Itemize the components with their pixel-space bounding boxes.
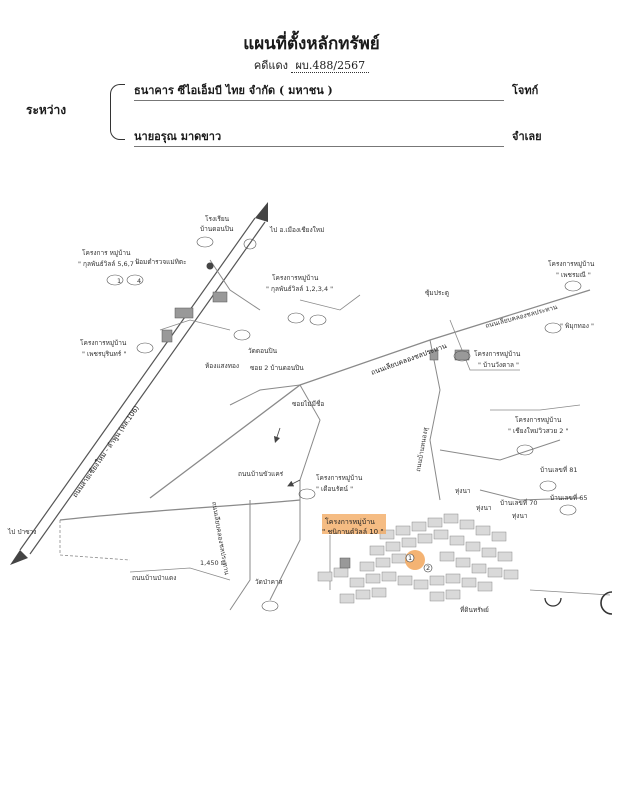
party-brace	[110, 84, 125, 140]
target-label-highlight	[322, 514, 386, 534]
tree-icon	[544, 322, 562, 334]
location-map: ถนนสายเชียงใหม่ - ลำพูน (ทล.106)	[7, 202, 613, 615]
defendant-name: นายอรุณ มาดขาว	[134, 127, 504, 147]
home-1-label: บ้านเลขที่ 81	[540, 465, 578, 474]
tree-icon	[453, 350, 471, 362]
target-housing-title: โครงการหมู่บ้าน	[325, 517, 375, 526]
plot-1-label: 1	[408, 554, 412, 562]
mid-road-label: ถนนบ้านหนองสุ	[414, 427, 430, 473]
school-sub-label: บ้านดอนปิน	[200, 225, 234, 233]
housing-pimuk-name: " พิมุกทอง "	[560, 322, 594, 330]
housing-duen-title: โครงการหมู่บ้าน	[316, 474, 363, 482]
plot-marker-2	[423, 563, 433, 573]
housing-kutpan1234-name: " กุลพันธ์วิลล์ 1,2,3,4 "	[266, 285, 333, 293]
case-number: ผบ.488/2567	[291, 59, 370, 73]
side-road-label: ถนนบ้านขัวแคร่	[238, 470, 284, 478]
housing-kutpan567-name: " กุลพันธ์วิลล์ 5,6,7 "	[78, 260, 139, 268]
home-2-label: บ้านเลขที่ 65	[550, 493, 588, 502]
housing-wang-name: " บ้านวังตาล "	[478, 361, 519, 369]
tree-icon	[261, 600, 279, 612]
home-3-label: บ้านเลขที่ 70	[500, 498, 538, 507]
case-number-line: คดีแดง ผบ.488/2567	[0, 56, 623, 74]
police-box-icon	[206, 262, 214, 270]
plot-2-label: 2	[426, 564, 430, 572]
field-label-1: หุ่งนา	[455, 487, 471, 495]
building-icons	[161, 291, 470, 569]
house-number-1: 1	[117, 277, 121, 285]
field-label-2: หุ่งนา	[476, 504, 492, 512]
wat-pa-label: วัดป่าคาส	[255, 578, 283, 586]
tree-icon	[564, 280, 582, 292]
legend-label: ที่ดินทรัพย์	[460, 605, 489, 614]
target-housing-name: " ชนิกานต์วิลล์ 10 "	[322, 528, 384, 536]
housing-kutpan567-title: โครงการ หมู่บ้าน	[82, 249, 131, 257]
tree-icon	[106, 274, 124, 286]
main-highway	[10, 202, 268, 565]
arrow-icon	[273, 427, 281, 444]
housing-phetmani-title: โครงการหมู่บ้าน	[548, 260, 595, 268]
tree-icon	[136, 342, 154, 354]
tree-icon	[516, 444, 534, 456]
road-banhang-label: ถนนบ้านป่าแดง	[132, 574, 176, 582]
field-label-3: ทุ่งนา	[512, 512, 528, 520]
edge-arc-icon	[544, 597, 562, 607]
hong-saeng-label: ห้องแสงทอง	[205, 362, 239, 370]
north-road-label: ถนนเลียบคลองชลประทาน	[484, 303, 558, 330]
building-icon	[161, 329, 173, 343]
distance-label: 1,450 ม.	[200, 559, 227, 567]
tree-icon	[559, 504, 577, 516]
tree-icon	[309, 314, 327, 326]
tree-icon	[126, 274, 144, 286]
school-label: โรงเรียน	[205, 215, 230, 223]
to-city-label: ไป อ.เมืองเชียงใหม่	[269, 226, 324, 234]
defendant-role: จำเลย	[512, 130, 542, 143]
building-icon	[454, 349, 470, 361]
house-number-2: 4	[137, 277, 141, 285]
page-title: แผนที่ตั้งหลักทรัพย์	[243, 34, 380, 54]
soi-2-label: ซอย 2 บ้านดอนปิน	[250, 364, 304, 372]
building-icon	[212, 291, 228, 303]
police-label: ป้อมตำรวจแม่ทิตะ	[135, 258, 187, 266]
plaintiff-role: โจทก์	[512, 84, 539, 97]
unnamed-soi-label: ซอยไม่มีชื่อ	[292, 399, 324, 408]
tree-icon	[233, 329, 251, 341]
tree-icon	[287, 312, 305, 324]
gate-label: ซุ้มประตู	[425, 289, 449, 297]
to-pasang-label: ไป ป่าซาง	[7, 528, 36, 536]
tree-icon	[243, 238, 257, 250]
arrow-icon	[287, 479, 301, 487]
building-icon	[339, 557, 351, 569]
tree-icons	[106, 236, 582, 612]
building-icon	[174, 307, 194, 319]
tree-icon	[298, 488, 316, 500]
housing-chiangmai-name: " เชียงใหม่วิวสวย 2 "	[508, 427, 568, 435]
housing-petch-name: " เพชรบุรินทร์ "	[82, 350, 126, 358]
housing-duen-name: " เดือนรัตน์ "	[316, 485, 353, 493]
plaintiff-name: ธนาคาร ซีไอเอ็มบี ไทย จำกัด ( มหาชน )	[134, 81, 504, 101]
housing-estate-grid	[317, 513, 519, 604]
housing-chiangmai-title: โครงการหมู่บ้าน	[515, 416, 562, 424]
housing-phetmani-name: " เพชรมณี "	[556, 271, 591, 279]
housing-wang-title: โครงการหมู่บ้าน	[474, 350, 521, 358]
tree-icon	[539, 480, 557, 492]
edge-arc-icon	[600, 591, 613, 615]
building-icon	[429, 349, 439, 361]
plot-marker-1	[405, 553, 415, 563]
between-label: ระหว่าง	[26, 103, 67, 117]
case-label: คดีแดง	[253, 59, 288, 72]
housing-petch-title: โครงการหมู่บ้าน	[80, 339, 127, 347]
main-road-label: ถนนสายเชียงใหม่ - ลำพูน (ทล.106)	[70, 403, 141, 499]
housing-kutpan1234-title: โครงการหมู่บ้าน	[272, 274, 319, 282]
tree-icon	[196, 236, 214, 248]
wat-donpin-label: วัดดอนปิน	[248, 347, 278, 355]
